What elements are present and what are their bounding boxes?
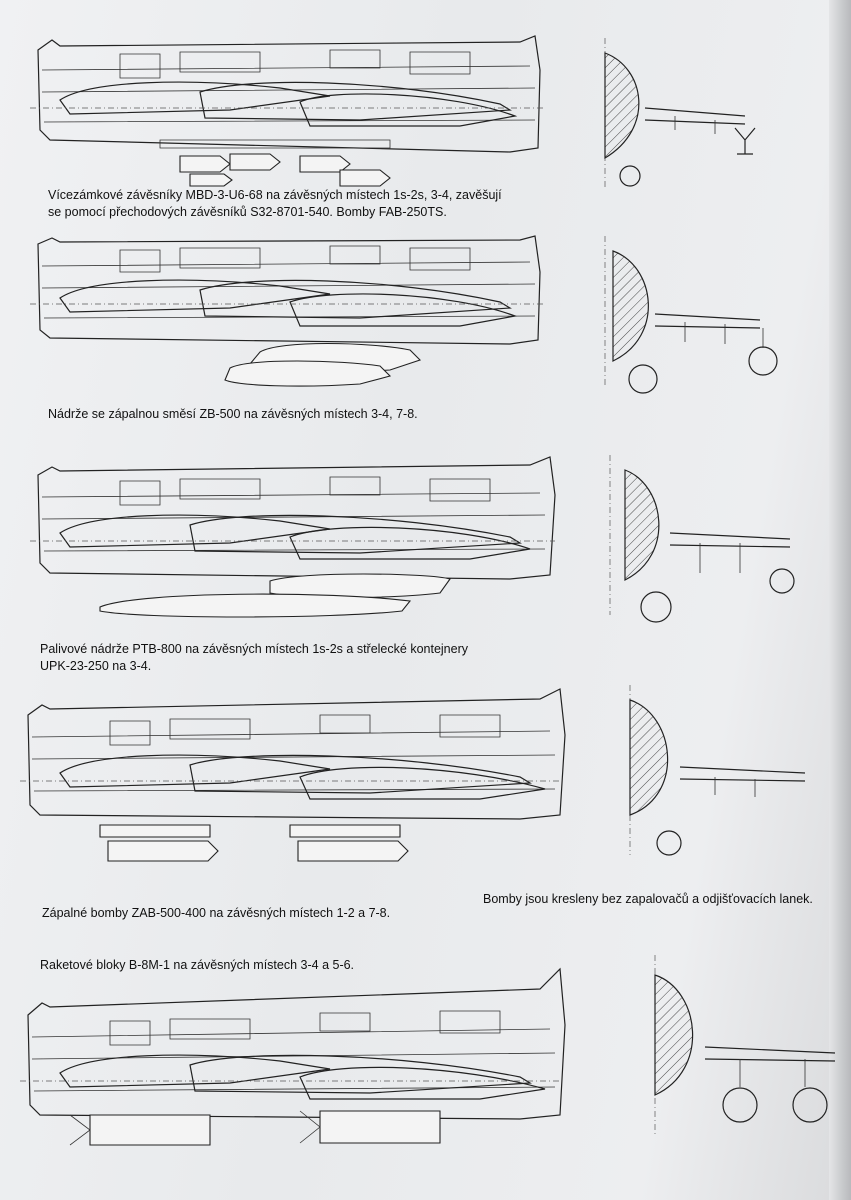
front-view-drawing	[609, 455, 795, 623]
side-view-drawing	[30, 456, 556, 618]
front-view-drawing	[629, 685, 806, 856]
caption-row-3-line-2: UPK-23-250 na 3-4.	[40, 659, 152, 673]
caption-row-2: Nádrže se zápalnou směsí ZB-500 na závěs…	[48, 407, 418, 421]
tanks-group	[224, 342, 422, 387]
bombs-group	[179, 153, 391, 187]
caption-row-3-line-1: Palivové nádrže PTB-800 na závěsných mís…	[40, 642, 468, 656]
caption-row-4-note: Bomby jsou kresleny bez zapalovačů a odj…	[483, 892, 813, 906]
side-view-drawing	[30, 235, 545, 387]
page-edge	[829, 0, 851, 1200]
row-2: Nádrže se zápalnou směsí ZB-500 na závěs…	[0, 232, 851, 432]
front-view-drawing	[604, 38, 756, 188]
row-5: Raketové bloky B-8M-1 na závěsných míste…	[0, 945, 851, 1200]
row-3: Palivové nádrže PTB-800 na závěsných mís…	[0, 455, 851, 685]
incendiary-bombs-group	[99, 824, 409, 862]
caption-row-5: Raketové bloky B-8M-1 na závěsných míste…	[40, 958, 355, 972]
row-1: Vícezámkové závěsníky MBD-3-U6-68 na záv…	[0, 30, 851, 230]
front-view-drawing	[654, 955, 836, 1135]
caption-row-4: Zápalné bomby ZAB-500-400 na závěsných m…	[42, 906, 391, 920]
caption-row-1-line-1: Vícezámkové závěsníky MBD-3-U6-68 na záv…	[48, 188, 502, 202]
caption-row-1-line-2: se pomocí přechodových závěsníků S32-870…	[48, 205, 447, 219]
rocket-pods-group	[69, 1110, 441, 1146]
side-view-drawing	[20, 688, 566, 862]
front-view-drawing	[604, 236, 778, 394]
side-view-drawing	[20, 967, 566, 1146]
side-view-drawing	[30, 35, 545, 187]
row-4: Zápalné bomby ZAB-500-400 na závěsných m…	[0, 685, 851, 945]
fuel-tanks-and-containers	[99, 573, 451, 618]
